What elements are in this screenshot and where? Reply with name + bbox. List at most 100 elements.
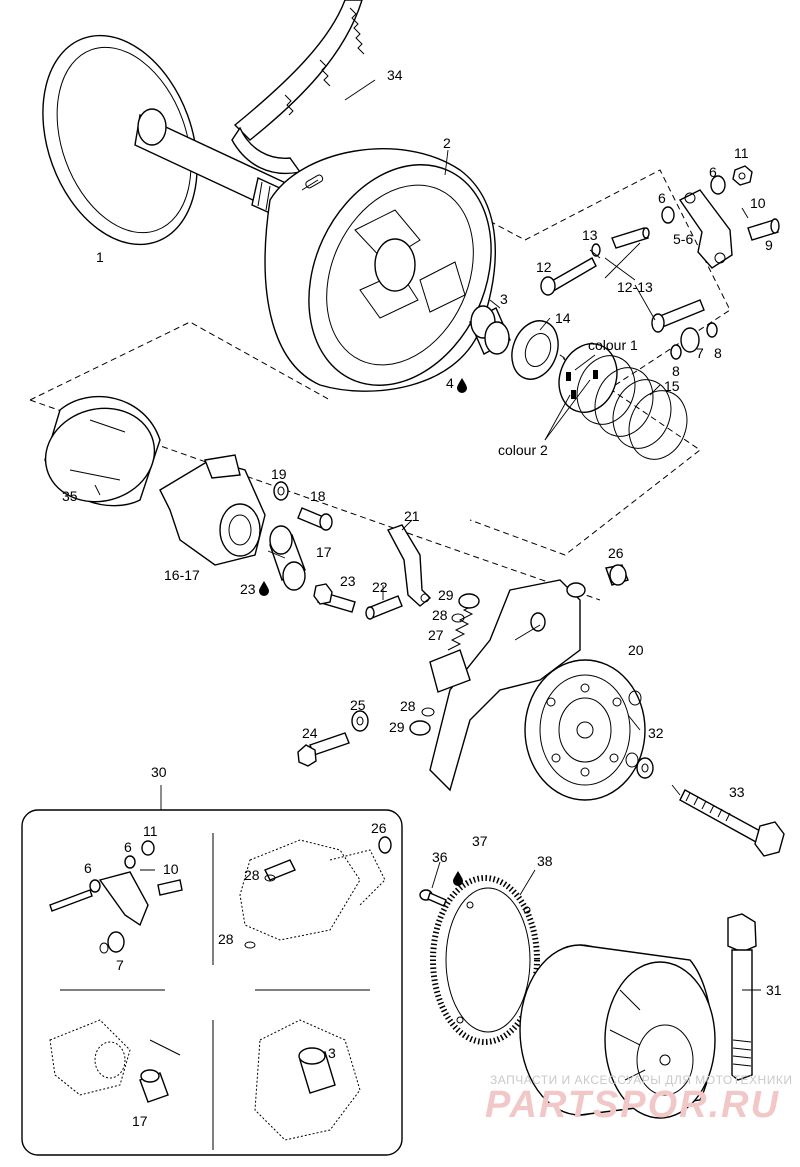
part-27-spring	[447, 603, 477, 651]
callout-36: 36	[432, 849, 448, 865]
part-26-nut	[605, 564, 629, 586]
callout-31: 31	[766, 982, 782, 998]
part-23-screw	[313, 583, 356, 613]
callout-20: 20	[628, 642, 644, 658]
callout-32: 32	[648, 725, 664, 741]
inset-q4-sheave	[254, 1019, 361, 1141]
part-flywheel-drum	[519, 944, 716, 1119]
part-3-bushing	[469, 305, 511, 355]
inset-callout-6: 6	[84, 860, 92, 876]
part-15-spring	[558, 343, 688, 460]
watermark-brand: PARTSPOR.RU	[485, 1084, 780, 1126]
callout-9: 9	[765, 237, 773, 253]
callout-28: 28	[432, 607, 448, 623]
callout-24: 24	[302, 725, 318, 741]
part-7-roller	[670, 322, 718, 360]
part-6-roller-upper	[661, 175, 726, 224]
part-11-nut	[732, 165, 753, 186]
oil-drop-icon	[453, 871, 463, 886]
inset-callout-17: 17	[132, 1113, 148, 1129]
part-32-washer	[636, 757, 654, 779]
part-35-clutch-shoe	[44, 395, 161, 507]
callout-2: 2	[443, 135, 451, 151]
callout-33: 33	[729, 784, 745, 800]
part-17-bushing	[269, 525, 306, 591]
callout-16-17: 16-17	[164, 567, 200, 583]
callout-3: 3	[500, 291, 508, 307]
part-33-bolt	[679, 789, 785, 857]
inset-callout-26: 26	[371, 820, 387, 836]
part-29-cap	[409, 593, 480, 736]
part-21-lever	[387, 524, 432, 607]
inset-callout-11: 11	[143, 823, 158, 839]
inset-q2-spider	[239, 836, 392, 949]
inset-callout-28: 28	[244, 867, 260, 883]
callout-17: 17	[316, 544, 332, 560]
part-38-ring-gear	[430, 875, 540, 1045]
callout-27: 27	[428, 627, 444, 643]
callout-23: 23	[240, 581, 256, 597]
callout-29: 29	[438, 587, 454, 603]
inset-callout-7: 7	[116, 957, 124, 973]
callout-19: 19	[271, 466, 287, 482]
callout-6: 6	[709, 164, 717, 180]
part-22-pin	[365, 595, 403, 620]
callout-22: 22	[372, 579, 388, 595]
callout-21: 21	[404, 508, 420, 524]
callout-34: 34	[387, 67, 403, 83]
callout-8: 8	[714, 345, 722, 361]
part-19-washer	[273, 481, 289, 501]
part-13-pin	[611, 227, 650, 249]
part-25-washer	[351, 710, 369, 732]
callout-29: 29	[389, 719, 405, 735]
callout-11: 11	[734, 145, 749, 161]
callout-25: 25	[350, 697, 366, 713]
callout-10: 10	[750, 195, 766, 211]
oil-drop-icon	[259, 581, 269, 596]
callout-colour-1: colour 1	[588, 337, 638, 353]
inset-q1-lever	[49, 840, 183, 954]
callout-35: 35	[62, 488, 78, 504]
callout-26: 26	[608, 545, 624, 561]
callout-15: 15	[664, 378, 680, 394]
part-31-long-bolt	[727, 913, 757, 1081]
part-36-screw	[419, 889, 447, 907]
callout-30: 30	[151, 764, 167, 780]
part-34-drive-belt	[231, 0, 365, 175]
callout-6: 6	[658, 190, 666, 206]
callout-12-13: 12-13	[617, 279, 653, 295]
callout-labels: 1 34 2 11 6 10 6 5-6 9 13 12 12-13 3 14 …	[62, 67, 782, 1129]
callout-4: 4	[446, 375, 454, 391]
callout-8: 8	[672, 363, 680, 379]
oil-drop-icon	[457, 378, 467, 393]
part-5-6-lever-arm	[678, 189, 733, 269]
part-9-pin	[747, 218, 780, 241]
part-18-screw	[297, 507, 333, 531]
part-20-spider	[429, 579, 646, 801]
inset-callout-3: 3	[328, 1045, 336, 1061]
inset-callout-10: 10	[163, 861, 179, 877]
callout-12: 12	[536, 259, 552, 275]
part-1-fixed-sheave	[42, 34, 296, 246]
part-24-screw	[297, 732, 350, 767]
part-12-13-shaft	[651, 299, 705, 333]
inset-kit-30	[21, 785, 403, 1156]
callout-5-6: 5-6	[673, 231, 693, 247]
callout-7: 7	[696, 345, 704, 361]
callout-28: 28	[400, 698, 416, 714]
part-28-o-ring	[421, 613, 465, 717]
leader-lines	[94, 79, 761, 991]
callout-23: 23	[340, 573, 356, 589]
part-16-17-cam-arm	[159, 454, 266, 566]
callout-18: 18	[310, 488, 326, 504]
watermark: ЗАПЧАСТИ И АКСЕССУАРЫ ДЛЯ МОТОТЕХНИКИ PA…	[485, 1073, 792, 1126]
inset-callout-28: 28	[218, 931, 234, 947]
watermark-tagline: ЗАПЧАСТИ И АКСЕССУАРЫ ДЛЯ МОТОТЕХНИКИ	[490, 1073, 792, 1087]
part-2-sliding-sheave	[264, 148, 496, 392]
callout-14: 14	[555, 310, 571, 326]
inset-callout-6: 6	[124, 839, 132, 855]
callout-colour-2: colour 2	[498, 442, 548, 458]
part-14-washer	[511, 320, 559, 380]
callout-37: 37	[472, 833, 488, 849]
